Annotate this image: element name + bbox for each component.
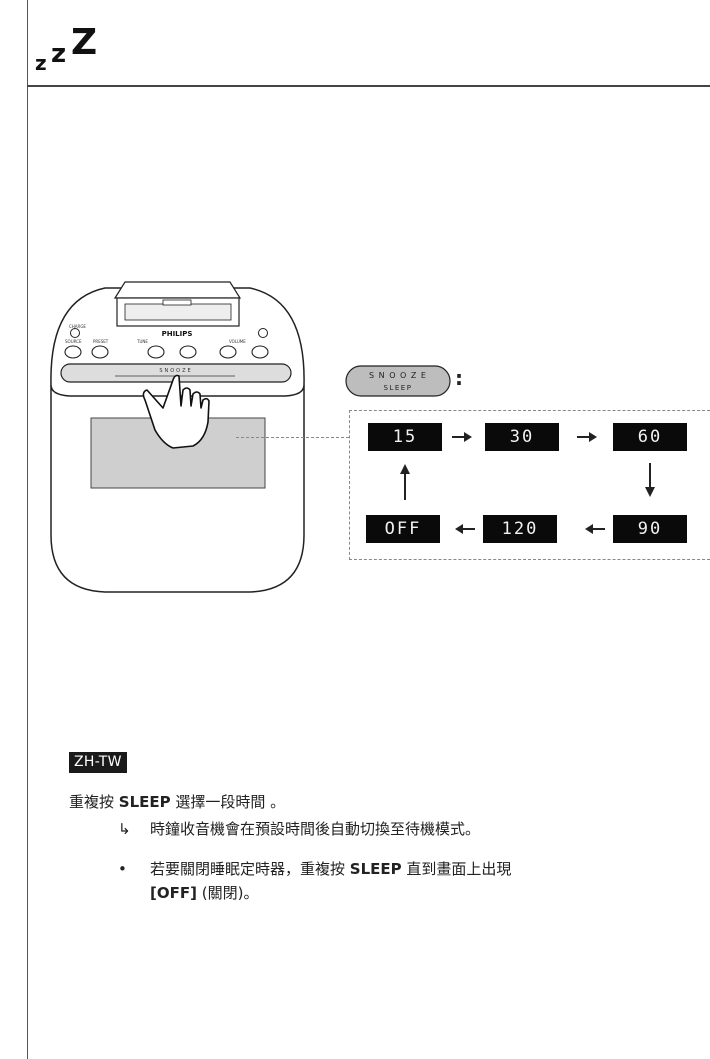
svg-text:SOURCE: SOURCE <box>65 339 82 344</box>
svg-text:z: z <box>35 51 47 75</box>
snooze-sleep-button-graphic: S N O O Z E SLEEP <box>345 365 451 397</box>
result-arrow-icon: ↳ <box>118 820 131 838</box>
snooze-label: S N O O Z E <box>369 371 427 380</box>
sleep-cycle-frame <box>349 410 710 560</box>
arrow-down-icon <box>645 463 655 497</box>
bullet-text: (關閉)。 <box>196 884 259 902</box>
lcd-value-120: 120 <box>483 515 557 543</box>
bullet-item: • 若要關閉睡眠定時器，重複按 SLEEP 直到畫面上出現 [OFF] (關閉)。 <box>118 857 511 905</box>
result-line: ↳ 時鐘收音機會在預設時間後自動切換至待機模式。 <box>118 818 480 839</box>
svg-text:TUNE: TUNE <box>136 339 148 344</box>
arrow-left-icon <box>455 524 475 534</box>
bullet-icon: • <box>118 860 127 878</box>
sleep-key-label: SLEEP <box>118 793 171 811</box>
svg-text:SNOOZE: SNOOZE <box>159 368 192 374</box>
svg-text:Z: Z <box>71 22 97 63</box>
header-divider <box>27 85 710 87</box>
sleep-zzz-icon: z z Z <box>35 22 97 75</box>
instruction-text: 選擇一段時間 。 <box>170 793 286 811</box>
off-key-label: [OFF] <box>150 884 197 902</box>
lcd-value-15: 15 <box>368 423 442 451</box>
arrow-right-icon <box>577 432 597 442</box>
arrow-up-icon <box>400 464 410 500</box>
left-margin-rule <box>27 0 28 1059</box>
instruction-main: 重複按 SLEEP 選擇一段時間 。 <box>69 791 285 812</box>
svg-text:CHARGE: CHARGE <box>69 324 86 329</box>
svg-text:VOLUME: VOLUME <box>229 339 246 344</box>
lcd-value-30: 30 <box>485 423 559 451</box>
arrow-left-icon <box>585 524 605 534</box>
sleep-label: SLEEP <box>384 384 413 392</box>
brand-label: PHILIPS <box>162 330 193 338</box>
sleep-key-label: SLEEP <box>349 860 402 878</box>
colon-separator: : <box>455 366 463 390</box>
svg-text:PRESET: PRESET <box>93 339 109 344</box>
arrow-right-icon <box>452 432 472 442</box>
svg-text:z: z <box>51 39 66 69</box>
bullet-text: 直到畫面上出現 <box>401 860 512 878</box>
clock-radio-illustration: PHILIPS CHARGE SOURCE PRESET TUNE VOLUME… <box>50 281 305 593</box>
instruction-text: 重複按 <box>69 793 119 811</box>
lcd-value-60: 60 <box>613 423 687 451</box>
lcd-value-90: 90 <box>613 515 687 543</box>
language-tag: ZH-TW <box>69 752 127 773</box>
result-text: 時鐘收音機會在預設時間後自動切換至待機模式。 <box>150 820 481 838</box>
lcd-value-off: OFF <box>366 515 440 543</box>
leader-line <box>236 437 349 438</box>
bullet-text: 若要關閉睡眠定時器，重複按 <box>150 860 350 878</box>
